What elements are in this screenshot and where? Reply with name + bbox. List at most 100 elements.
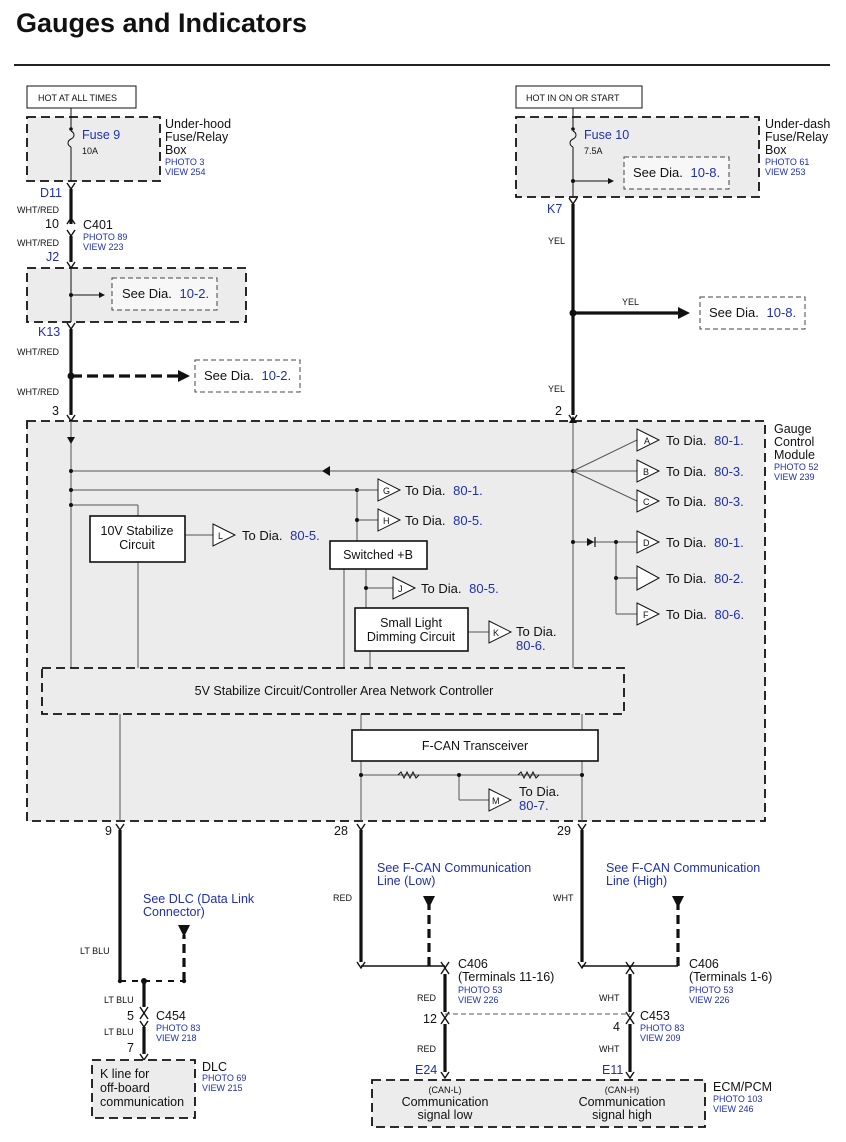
fuse-icon (569, 130, 577, 148)
svg-text:Under-hood: Under-hood (165, 117, 231, 131)
svg-text:To Dia. 80-5.: To Dia. 80-5. (421, 581, 499, 596)
svg-text:LT BLU: LT BLU (104, 1027, 134, 1037)
svg-text:LT BLU: LT BLU (104, 995, 134, 1005)
svg-text:10V Stabilize: 10V Stabilize (101, 524, 174, 538)
svg-text:To Dia. 80-1.: To Dia. 80-1. (666, 433, 744, 448)
svg-text:28: 28 (334, 824, 348, 838)
svg-text:ECM/PCM: ECM/PCM (713, 1080, 772, 1094)
svg-text:12: 12 (423, 1012, 437, 1026)
svg-text:To Dia. 80-5.: To Dia. 80-5. (242, 528, 320, 543)
left-wire-chain: D11 WHT/RED 10 C401 PHOTO 89 VIEW 223 WH… (17, 182, 301, 423)
svg-text:WHT/RED: WHT/RED (17, 387, 59, 397)
page-title: Gauges and Indicators (16, 8, 308, 38)
title-rule (14, 64, 830, 66)
svg-text:PHOTO 52: PHOTO 52 (774, 462, 818, 472)
svg-text:D11: D11 (40, 186, 62, 200)
output-E: To Dia. 80-2. (636, 565, 744, 591)
svg-text:Fuse/Relay: Fuse/Relay (165, 130, 229, 144)
svg-text:PHOTO 69: PHOTO 69 (202, 1073, 246, 1083)
svg-text:PHOTO 83: PHOTO 83 (156, 1023, 200, 1033)
svg-text:See Dia. 10-8.: See Dia. 10-8. (709, 305, 796, 320)
svg-text:See Dia. 10-2.: See Dia. 10-2. (204, 368, 291, 383)
svg-text:PHOTO 83: PHOTO 83 (640, 1023, 684, 1033)
svg-text:C454: C454 (156, 1009, 186, 1023)
svg-text:D: D (643, 538, 650, 548)
svg-text:To Dia. 80-2.: To Dia. 80-2. (666, 571, 744, 586)
svg-text:Connector): Connector) (143, 905, 205, 919)
output-C: C To Dia. 80-3. (636, 489, 744, 513)
can-controller: 5V Stabilize Circuit/Controller Area Net… (41, 667, 625, 715)
svg-text:YEL: YEL (622, 297, 639, 307)
svg-text:VIEW 226: VIEW 226 (458, 995, 499, 1005)
svg-text:B: B (643, 467, 649, 477)
fuse-box-right: See Dia. 10-8. Fuse 10 7.5A (515, 108, 760, 198)
source-label-left: HOT AT ALL TIMES (26, 85, 137, 109)
svg-text:See F-CAN Communication: See F-CAN Communication (377, 861, 531, 875)
svg-text:J2: J2 (46, 250, 59, 264)
svg-text:(Terminals 1-6): (Terminals 1-6) (689, 970, 772, 984)
svg-text:E11: E11 (602, 1063, 623, 1077)
svg-text:A: A (644, 436, 650, 446)
svg-text:See F-CAN Communication: See F-CAN Communication (606, 861, 760, 875)
output-J: J To Dia. 80-5. (392, 576, 499, 600)
resistor-icon (517, 770, 540, 780)
svg-text:Circuit: Circuit (119, 538, 155, 552)
svg-text:K13: K13 (38, 325, 60, 339)
svg-text:VIEW 209: VIEW 209 (640, 1033, 681, 1043)
svg-text:Dimming Circuit: Dimming Circuit (367, 630, 456, 644)
svg-text:3: 3 (52, 404, 59, 418)
svg-text:Box: Box (765, 143, 787, 157)
switched-b-block: Switched +B (329, 540, 428, 570)
svg-text:To Dia. 80-3.: To Dia. 80-3. (666, 464, 744, 479)
svg-text:VIEW 226: VIEW 226 (689, 995, 730, 1005)
svg-text:PHOTO 61: PHOTO 61 (765, 157, 809, 167)
svg-text:VIEW 254: VIEW 254 (165, 167, 206, 177)
svg-text:To Dia. 80-1.: To Dia. 80-1. (405, 483, 483, 498)
svg-text:WHT/RED: WHT/RED (17, 205, 59, 215)
output-K: K To Dia. 80-6. (488, 620, 556, 653)
fuse-10-label: Fuse 10 (584, 128, 629, 142)
svg-text:(CAN-L): (CAN-L) (429, 1085, 462, 1095)
svg-text:signal low: signal low (418, 1108, 474, 1122)
svg-text:Module: Module (774, 448, 815, 462)
svg-text:(CAN-H): (CAN-H) (605, 1085, 640, 1095)
svg-text:PHOTO 103: PHOTO 103 (713, 1094, 762, 1104)
svg-text:K7: K7 (547, 202, 562, 216)
svg-text:To Dia. 80-1.: To Dia. 80-1. (666, 535, 744, 550)
svg-text:VIEW 218: VIEW 218 (156, 1033, 197, 1043)
svg-text:See DLC (Data Link: See DLC (Data Link (143, 892, 255, 906)
svg-text:F-CAN Transceiver: F-CAN Transceiver (422, 739, 528, 753)
svg-text:80-7.: 80-7. (519, 798, 549, 813)
svg-text:To Dia. 80-5.: To Dia. 80-5. (405, 513, 483, 528)
svg-text:PHOTO 89: PHOTO 89 (83, 232, 127, 242)
svg-text:C401: C401 (83, 218, 113, 232)
svg-text:G: G (383, 486, 390, 496)
fuse-box-left: Fuse 9 10A (26, 108, 161, 182)
svg-text:VIEW 253: VIEW 253 (765, 167, 806, 177)
output-L: L To Dia. 80-5. (212, 523, 320, 547)
svg-text:Under-dash: Under-dash (765, 117, 830, 131)
svg-text:YEL: YEL (548, 384, 565, 394)
svg-text:F: F (643, 610, 649, 620)
svg-text:signal high: signal high (592, 1108, 652, 1122)
svg-text:HOT IN ON OR START: HOT IN ON OR START (526, 93, 620, 103)
output-A: A To Dia. 80-1. (636, 428, 744, 452)
svg-text:Line (High): Line (High) (606, 874, 667, 888)
svg-text:80-6.: 80-6. (516, 638, 546, 653)
source-label-right: HOT IN ON OR START (515, 85, 643, 109)
svg-text:K: K (493, 628, 499, 638)
svg-text:To Dia. 80-3.: To Dia. 80-3. (666, 494, 744, 509)
resistor-icon (397, 770, 420, 780)
svg-text:WHT: WHT (553, 893, 574, 903)
svg-text:VIEW 239: VIEW 239 (774, 472, 815, 482)
svg-text:10: 10 (45, 217, 59, 231)
svg-text:Control: Control (774, 435, 814, 449)
svg-text:VIEW 223: VIEW 223 (83, 242, 124, 252)
bottom-wiring: 9 28 29 LT BLU See DLC (Data Link Connec… (80, 823, 772, 1128)
svg-text:Box: Box (165, 143, 187, 157)
svg-text:29: 29 (557, 824, 571, 838)
fuse-9-label: Fuse 9 (82, 128, 120, 142)
svg-text:Fuse/Relay: Fuse/Relay (765, 130, 829, 144)
